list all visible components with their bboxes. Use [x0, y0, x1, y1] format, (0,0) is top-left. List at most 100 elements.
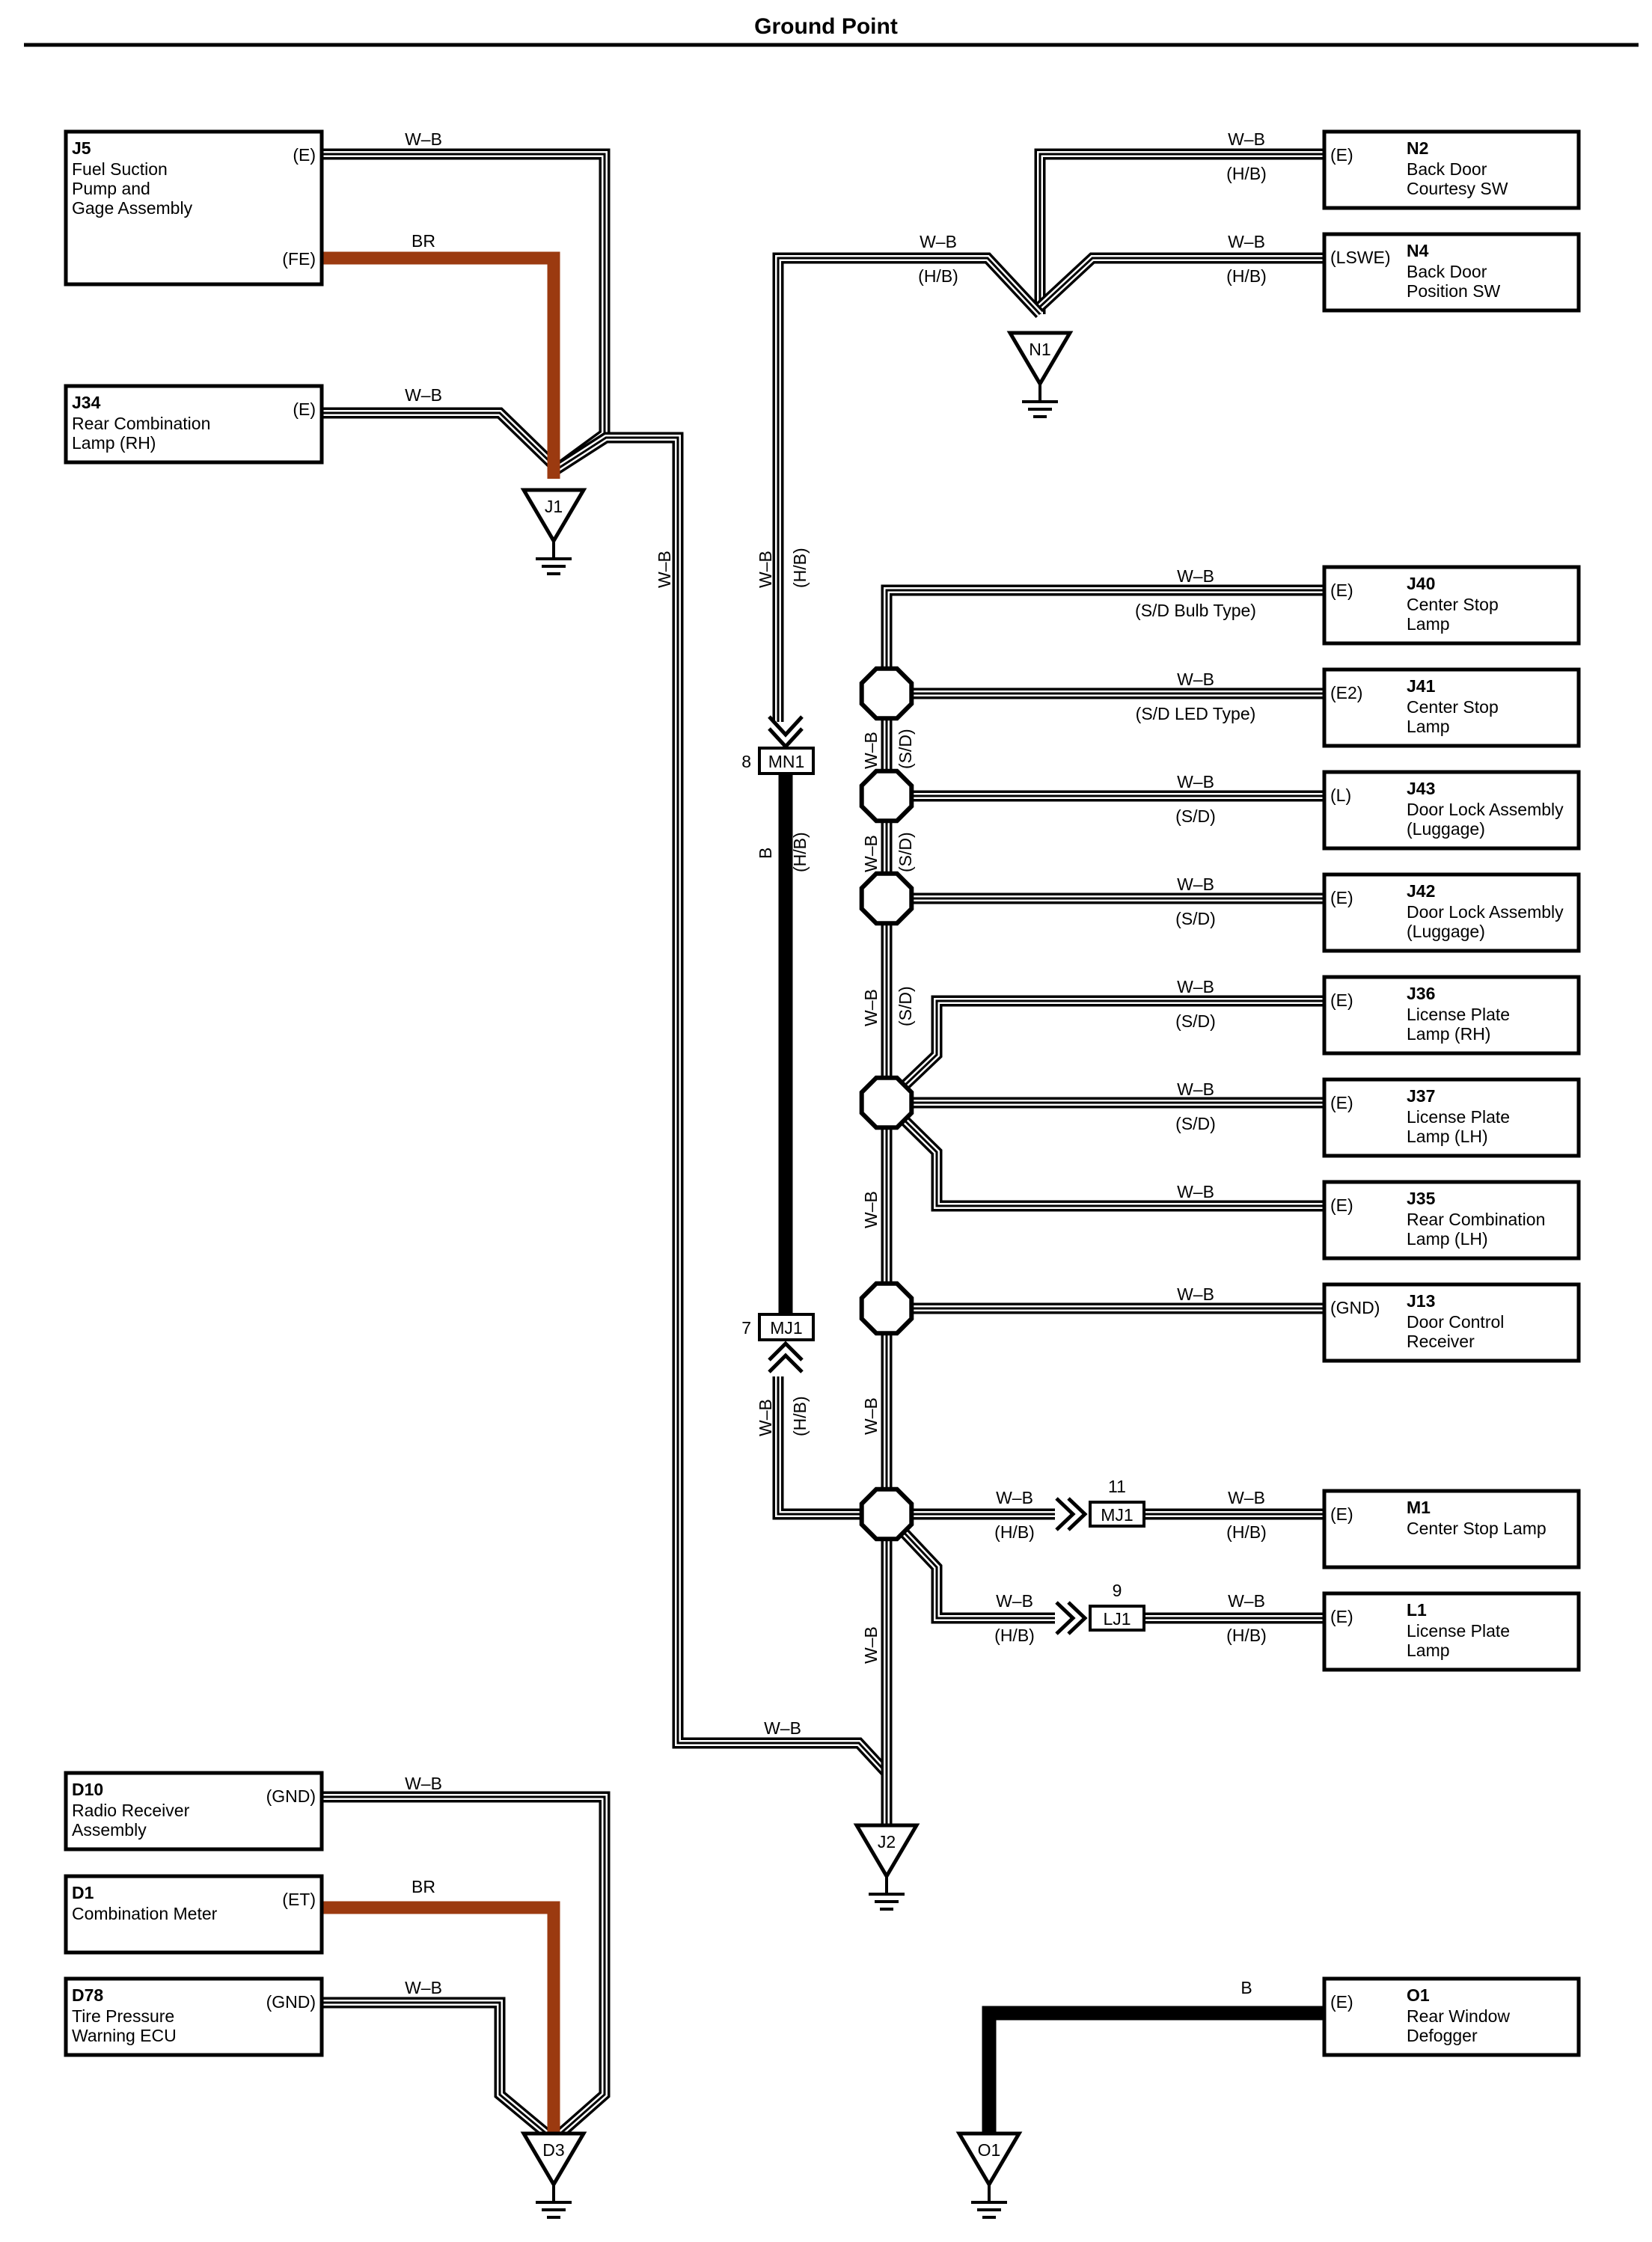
label-j5-fe-br: BR — [412, 231, 435, 251]
label-j41-led: (S/D LED Type) — [1136, 704, 1256, 723]
junction-point-1 — [859, 666, 914, 721]
label-j5-e-wb: W–B — [405, 129, 442, 149]
junction-point-4 — [859, 1075, 914, 1130]
component-j43-id: J43 — [1407, 779, 1435, 798]
label-vert-mn1-wb: W–B — [756, 551, 775, 588]
component-n2-id: N2 — [1407, 138, 1428, 158]
component-j34-name: Lamp (RH) — [72, 433, 156, 453]
label-vert-s3-sd: (S/D) — [896, 986, 915, 1026]
label-vert-s1-wb: W–B — [861, 732, 881, 769]
label-j42-wb: W–B — [1177, 875, 1214, 894]
label-m1-wb: W–B — [1228, 1488, 1265, 1507]
component-l1-id: L1 — [1407, 1600, 1427, 1620]
label-vert-s2-sd: (S/D) — [896, 832, 915, 872]
wire-n4-to-n1 — [1035, 252, 1324, 311]
component-j36-pin: (E) — [1330, 990, 1353, 1010]
connector-mj1-right-id: MJ1 — [1101, 1505, 1133, 1525]
component-j41-name: Center Stop — [1407, 697, 1499, 717]
component-j5-id: J5 — [72, 138, 91, 158]
label-vert-s2-wb: W–B — [861, 835, 881, 872]
component-j42-id: J42 — [1407, 881, 1435, 901]
wire-mj1-wire — [772, 1376, 887, 1520]
br-wire-j5 — [322, 251, 560, 479]
component-l1-name: License Plate — [1407, 1621, 1510, 1641]
vertical-wire-labels: W–B W–B (H/B) B (H/B) W–B (H/B) W–B (S/D… — [655, 548, 915, 1664]
ground-o1-icon: O1 — [955, 2131, 1023, 2219]
connector-mj1-top-arrow-icon — [768, 1341, 804, 1373]
label-vert-s1-sd: (S/D) — [896, 729, 915, 769]
wire-j35-wire — [882, 1098, 1324, 1212]
br-wire-d1 — [322, 1901, 560, 2140]
label-vert-s3-wb: W–B — [861, 989, 881, 1026]
label-l1-hb: (H/B) — [1226, 1626, 1267, 1645]
connector-mj1-top[interactable]: MJ1 7 — [741, 1313, 815, 1373]
component-j40-pin: (E) — [1330, 581, 1353, 600]
ground-o1-label: O1 — [978, 2140, 1001, 2160]
label-n2-hb: (H/B) — [1226, 164, 1267, 183]
ground-j2-icon: J2 — [853, 1823, 920, 1911]
wire-bus-j40-to-j2 — [881, 584, 1324, 1855]
label-n4-hb: (H/B) — [1226, 266, 1267, 286]
component-j42-pin: (E) — [1330, 888, 1353, 907]
connector-mn1-arrow-icon — [768, 715, 804, 750]
component-j13-pin: (GND) — [1330, 1298, 1380, 1317]
label-j13-wb: W–B — [1177, 1284, 1214, 1304]
ground-j1-icon: J1 — [520, 488, 587, 575]
label-j43-wb: W–B — [1177, 772, 1214, 791]
label-j35-wb: W–B — [1177, 1182, 1214, 1201]
component-j34-name: Rear Combination — [72, 414, 210, 433]
label-vert-b: B — [756, 848, 775, 859]
connector-mn1-pin: 8 — [741, 752, 751, 771]
connector-mn1[interactable]: MN1 8 — [741, 715, 815, 775]
label-j37-wb: W–B — [1177, 1079, 1214, 1099]
label-j2-feed-wb: W–B — [764, 1718, 801, 1738]
connector-mj1-right[interactable]: MJ1 11 — [1055, 1477, 1145, 1531]
connector-lj1[interactable]: LJ1 9 — [1055, 1581, 1145, 1635]
component-m1-name: Center Stop Lamp — [1407, 1519, 1547, 1538]
label-j42-sd: (S/D) — [1175, 909, 1216, 928]
connector-lj1-id: LJ1 — [1103, 1609, 1131, 1629]
wire-j5-e-to-j1 — [322, 148, 611, 477]
label-n1-wb: W–B — [920, 232, 957, 251]
component-j36-name: License Plate — [1407, 1005, 1510, 1024]
label-d1-br: BR — [412, 1877, 435, 1896]
connector-mj1-top-id: MJ1 — [770, 1318, 802, 1338]
component-d78-name: Tire Pressure — [72, 2006, 174, 2026]
connector-lj1-arrow-icon — [1055, 1601, 1088, 1635]
component-j43-name: (Luggage) — [1407, 819, 1485, 839]
component-j37-name: License Plate — [1407, 1107, 1510, 1127]
component-d10-pin: (GND) — [266, 1786, 316, 1806]
junction-point-2 — [859, 768, 914, 824]
label-vert-mj1-hb: (H/B) — [790, 1396, 810, 1436]
label-d78-wb: W–B — [405, 1978, 442, 1997]
component-n4-name: Position SW — [1407, 281, 1501, 301]
label-mj1-in-wb: W–B — [996, 1488, 1033, 1507]
component-j13-name: Receiver — [1407, 1332, 1475, 1351]
component-j41-id: J41 — [1407, 676, 1436, 696]
component-j42-name: Door Lock Assembly — [1407, 902, 1564, 922]
component-n4-pin: (LSWE) — [1330, 248, 1391, 267]
ground-n1-label: N1 — [1029, 340, 1050, 359]
component-m1-id: M1 — [1407, 1498, 1431, 1517]
connector-mj1-right-pin: 11 — [1108, 1477, 1126, 1496]
